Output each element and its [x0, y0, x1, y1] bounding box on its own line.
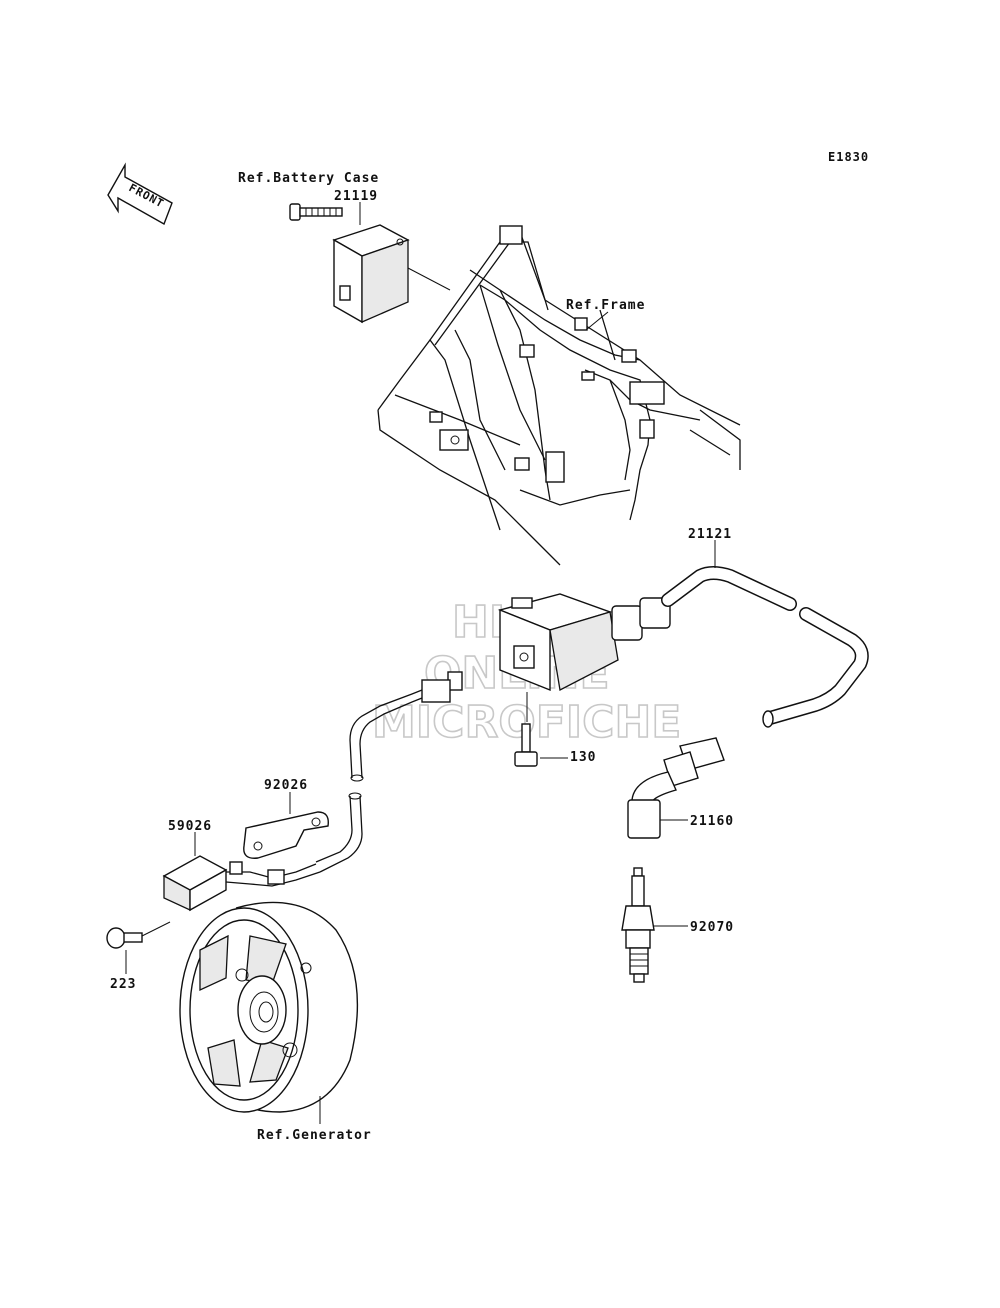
frame-assembly	[377, 225, 741, 566]
screw-223	[106, 927, 143, 949]
callout-ref-generator: Ref.Generator	[257, 1128, 372, 1143]
callout-ref-battery-case: Ref.Battery Case	[238, 171, 379, 186]
callout-21121: 21121	[688, 527, 732, 542]
callout-92026: 92026	[264, 778, 308, 793]
high-tension-cable	[661, 566, 869, 728]
callout-59026: 59026	[168, 819, 212, 834]
bolt-battery-case	[289, 203, 343, 221]
pickup-coil-59026	[162, 855, 321, 912]
coil-primary-wire	[315, 671, 463, 873]
callout-21119: 21119	[334, 189, 378, 204]
callout-92070: 92070	[690, 920, 734, 935]
bolt-130	[514, 723, 538, 767]
diagram-code: E1830	[828, 150, 869, 164]
bracket-92026	[243, 811, 329, 859]
ignition-coil-21121	[497, 593, 671, 692]
callout-223: 223	[110, 977, 136, 992]
front-direction-arrow-icon: FRONT	[107, 162, 173, 226]
spark-plug-92070	[621, 867, 655, 983]
spark-plug-cap-21160	[627, 737, 725, 839]
igniter-module-21119	[332, 224, 410, 324]
generator-rotor	[179, 901, 359, 1113]
callout-130: 130	[570, 750, 596, 765]
callout-21160: 21160	[690, 814, 734, 829]
callout-ref-frame: Ref.Frame	[566, 298, 645, 313]
